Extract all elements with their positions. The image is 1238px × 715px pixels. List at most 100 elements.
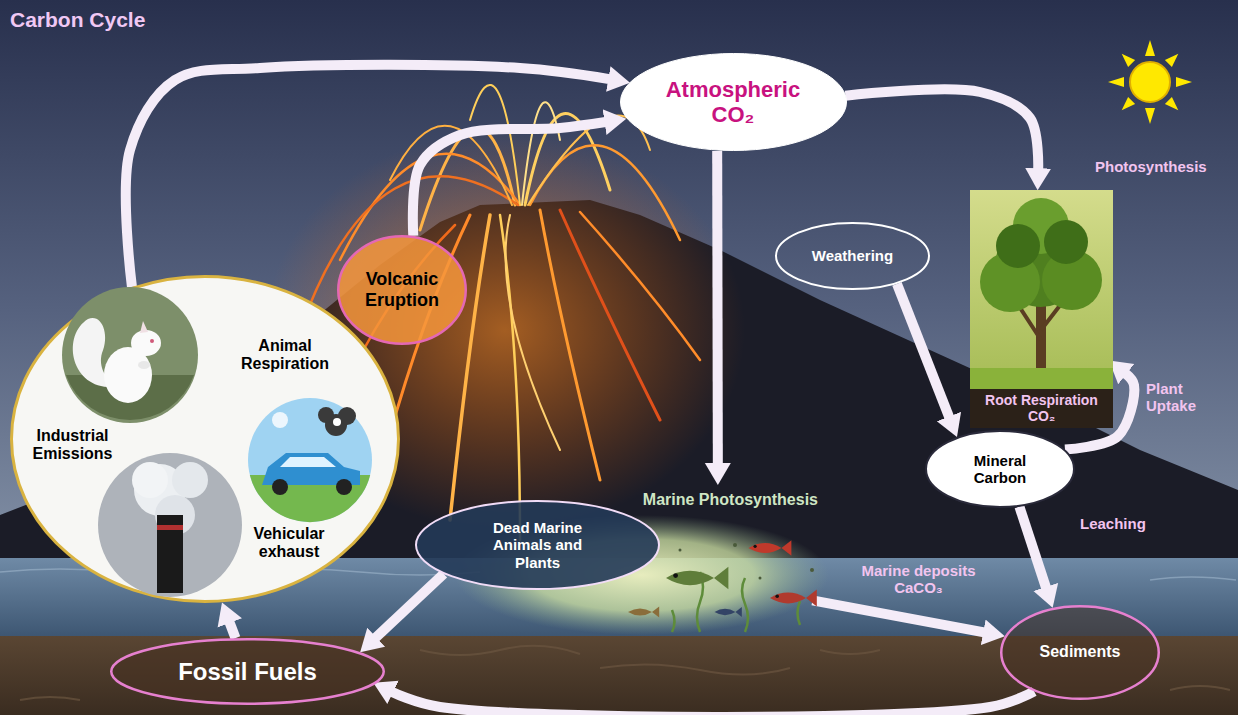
- title-slot: Carbon Cycle: [10, 8, 145, 32]
- soil-texture: [420, 646, 580, 655]
- node-label: Mineral Carbon: [950, 452, 1050, 487]
- flow-arrow: [712, 151, 723, 464]
- label-slot: Leaching: [1080, 515, 1175, 532]
- car-photo: [272, 479, 288, 495]
- fish: [753, 545, 756, 548]
- node-label: Atmospheric CO₂: [658, 77, 808, 128]
- tree-picture: [1044, 220, 1088, 264]
- fish: [749, 543, 782, 553]
- fish: [715, 607, 742, 617]
- lava-flow: [500, 215, 520, 540]
- squirrel-photo: [62, 287, 198, 423]
- sun: [1122, 97, 1135, 110]
- node-label: Fossil Fuels: [178, 658, 317, 686]
- squirrel-photo: [150, 339, 154, 343]
- node-outline-ellipse: [12, 277, 399, 602]
- sun: [1130, 62, 1170, 102]
- node-label: Weathering: [812, 247, 893, 264]
- fish: [770, 593, 806, 604]
- label-slot: Plant Uptake: [1146, 380, 1234, 415]
- reservoir-ellipse: Mineral Carbon: [925, 430, 1075, 508]
- sun: [1108, 40, 1192, 124]
- node-label: Sediments: [1040, 643, 1121, 661]
- soil-texture: [1170, 686, 1230, 690]
- chimney-photo: [157, 515, 183, 593]
- flow-arrow: [1019, 507, 1046, 588]
- car-photo: [280, 457, 336, 467]
- fish: [628, 606, 659, 617]
- car-photo: [318, 407, 334, 423]
- node-label: Volcanic Eruption: [355, 269, 450, 310]
- diagram-title: Carbon Cycle: [10, 8, 145, 32]
- region-heading: Marine Photosynthesis: [455, 485, 830, 509]
- car-photo: [336, 479, 352, 495]
- reservoir-ellipse: Atmospheric CO₂: [620, 53, 847, 151]
- car-photo: [248, 398, 372, 522]
- sun: [1145, 40, 1155, 56]
- sun: [1165, 54, 1178, 67]
- node-outline-ellipse: [620, 54, 846, 151]
- lava-flow: [580, 212, 700, 360]
- plankton: [810, 568, 814, 572]
- tree-picture: [970, 190, 1113, 428]
- flow-arrow: [375, 574, 443, 638]
- node-outline-ellipse: [776, 223, 929, 289]
- flow-arrow: [413, 122, 606, 236]
- chimney-photo: [98, 453, 242, 597]
- sun: [1108, 77, 1124, 87]
- node-outline-ellipse: [1001, 606, 1159, 699]
- fish: [806, 590, 817, 607]
- flow-arrow: [812, 600, 984, 632]
- reservoir-ellipse: Fossil Fuels: [110, 638, 385, 705]
- soil-texture: [20, 697, 80, 700]
- chimney-photo: [132, 462, 168, 498]
- source-label: Vehicular exhaust: [248, 525, 330, 562]
- flow-label: Marine deposits CaCO₃: [846, 562, 991, 597]
- squirrel-photo: [62, 287, 198, 423]
- tree-picture: [996, 224, 1040, 268]
- soil-texture: [820, 650, 880, 654]
- squirrel-photo: [131, 330, 161, 356]
- fish: [782, 540, 792, 555]
- sun: [1165, 97, 1178, 110]
- reservoir-ellipse: Sediments: [1000, 605, 1160, 700]
- label-slot: Marine deposits CaCO₃: [846, 562, 991, 597]
- picture-caption: Root Respiration CO₂: [970, 389, 1113, 428]
- fish: [770, 590, 817, 607]
- source-label: Industrial Emissions: [30, 427, 115, 464]
- squirrel-photo: [138, 361, 150, 369]
- lava-flow: [506, 215, 560, 450]
- lava-flow: [530, 145, 680, 240]
- fish: [715, 609, 736, 615]
- label-slot: Vehicular exhaust: [248, 525, 330, 562]
- reservoir-ellipse: Dead Marine Animals and Plants: [415, 500, 660, 590]
- plankton: [759, 577, 762, 580]
- flow-label: Plant Uptake: [1146, 380, 1234, 415]
- fish: [749, 540, 792, 555]
- squirrel-photo: [140, 321, 148, 333]
- node-outline-ellipse: [926, 431, 1074, 507]
- sun: [1122, 54, 1135, 67]
- seaweed: [798, 601, 801, 625]
- chimney-photo: [98, 453, 242, 597]
- label-slot: Photosynthesis: [1095, 158, 1225, 175]
- fish: [666, 567, 728, 589]
- seaweed: [672, 610, 675, 632]
- label-slot: Industrial Emissions: [30, 427, 115, 464]
- plankton: [733, 543, 737, 547]
- lava-flow: [560, 210, 660, 420]
- process-ellipse: Weathering: [775, 222, 930, 290]
- car-photo: [248, 398, 372, 522]
- node-outline-ellipse: [338, 236, 466, 344]
- flow-label: Photosynthesis: [1095, 158, 1225, 175]
- flow-arrow: [897, 284, 949, 418]
- lava-flow: [540, 210, 600, 480]
- node-label: Dead Marine Animals and Plants: [480, 519, 595, 571]
- fish: [628, 608, 652, 615]
- label-slot: Animal Respiration: [225, 337, 345, 374]
- node-outline-ellipse: [416, 501, 659, 589]
- plankton: [679, 543, 815, 580]
- source-label: Animal Respiration: [225, 337, 345, 374]
- fish: [673, 573, 678, 578]
- flow-arrow: [392, 691, 1034, 715]
